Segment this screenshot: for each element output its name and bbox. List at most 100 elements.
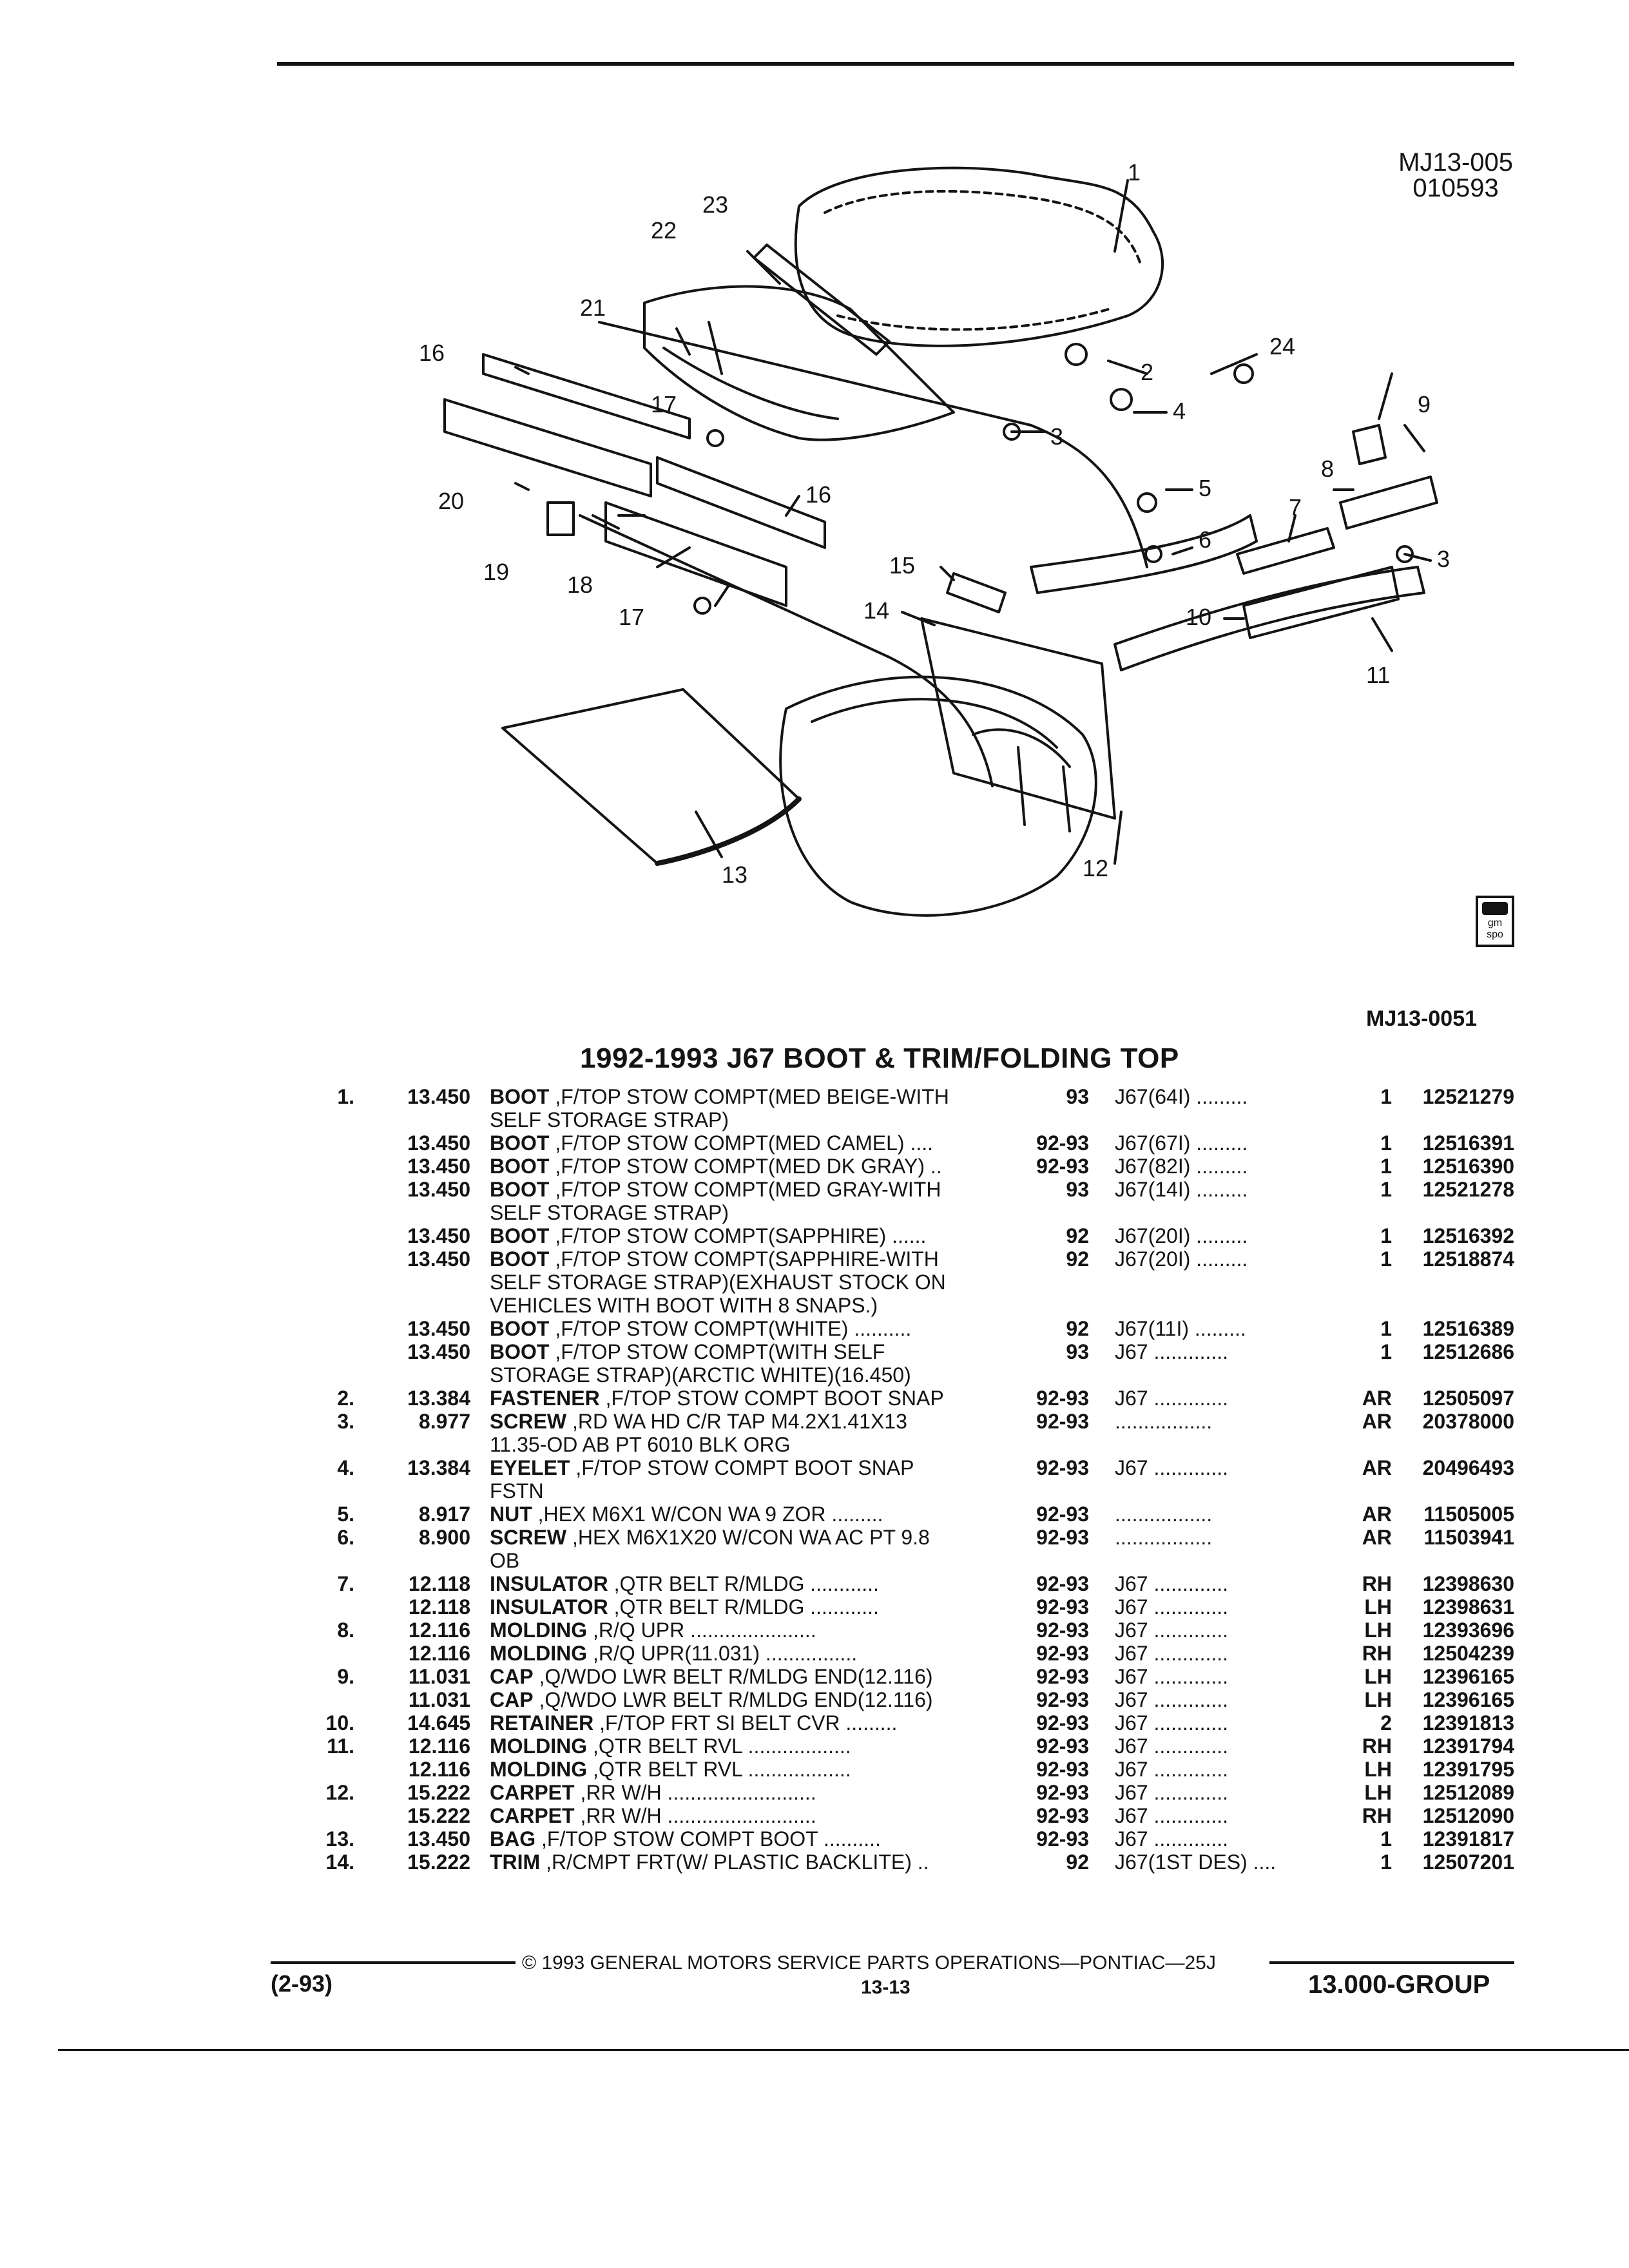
figure-id-line2: 010593: [1412, 174, 1499, 202]
leader-lines: [514, 179, 1432, 865]
part-name: INSULATOR: [490, 1572, 608, 1595]
option-code: J67(11I) .........: [1115, 1317, 1246, 1340]
screw-3b: [1396, 545, 1414, 563]
ref-number: 13.450: [407, 1224, 470, 1247]
ref-number: 13.450: [407, 1247, 470, 1271]
callout-6: 6: [1199, 526, 1211, 553]
page-number: 13-13: [861, 1977, 911, 1998]
part-number: 11505005: [1423, 1503, 1514, 1526]
part-description: BOOT ,F/TOP STOW COMPT(WITH SELF: [490, 1340, 979, 1363]
part-description: INSULATOR ,QTR BELT R/MLDG ............: [490, 1595, 979, 1619]
callout-12: 12: [1083, 855, 1108, 881]
part-description: SCREW ,RD WA HD C/R TAP M4.2X1.41X13: [490, 1410, 979, 1433]
part-description: MOLDING ,R/Q UPR ......................: [490, 1619, 979, 1642]
model-years: 92-93: [1036, 1410, 1089, 1433]
part-name: MOLDING: [490, 1619, 588, 1642]
callout-23: 23: [702, 191, 728, 218]
part-description: CAP ,Q/WDO LWR BELT R/MLDG END(12.116): [490, 1665, 979, 1688]
quantity: 1: [1380, 1317, 1392, 1340]
item-number: 5.: [337, 1503, 354, 1526]
part-description-continued: SELF STORAGE STRAP)(EXHAUST STOCK ON VEH…: [490, 1271, 946, 1317]
bag-13-fold: [655, 796, 802, 866]
model-years: 92-93: [1036, 1758, 1089, 1781]
option-code: J67 .............: [1115, 1665, 1229, 1688]
bottom-rule: [58, 2049, 1629, 2051]
option-code: J67 .............: [1115, 1642, 1229, 1665]
ref-number: 12.116: [408, 1642, 470, 1665]
part-desc-text: ,F/TOP STOW COMPT(MED BEIGE-WITH: [549, 1085, 949, 1108]
item-number: 3.: [337, 1410, 354, 1433]
molding-18-part: [604, 501, 787, 607]
part-desc-text: ,Q/WDO LWR BELT R/MLDG END(12.116): [533, 1665, 933, 1688]
callout-11: 11: [1366, 662, 1390, 688]
part-name: BOOT: [490, 1131, 550, 1155]
part-desc-text: ,RD WA HD C/R TAP M4.2X1.41X13: [566, 1410, 907, 1433]
model-years: 92-93: [1036, 1619, 1089, 1642]
part-description: FASTENER ,F/TOP STOW COMPT BOOT SNAP: [490, 1387, 979, 1410]
quantity: 1: [1380, 1085, 1392, 1108]
item-number: 9.: [337, 1665, 354, 1688]
part-number: 12507201: [1422, 1850, 1514, 1874]
part-desc-text: ,QTR BELT R/MLDG ............: [608, 1572, 879, 1595]
callout-10: 10: [1186, 604, 1211, 630]
figure-code: MJ13-0051: [1366, 1006, 1478, 1031]
callout-17a: 17: [651, 391, 677, 418]
quantity: RH: [1362, 1572, 1392, 1595]
screw-17a: [706, 429, 724, 447]
part-desc-text: ,R/Q UPR(11.031) ................: [587, 1642, 858, 1665]
callout-3b: 3: [1437, 546, 1450, 572]
quantity: LH: [1364, 1619, 1392, 1642]
part-desc-text: ,RR W/H ..........................: [574, 1781, 816, 1804]
model-years: 92-93: [1036, 1804, 1089, 1827]
part-description: BOOT ,F/TOP STOW COMPT(MED DK GRAY) ..: [490, 1155, 979, 1178]
option-code: J67 .............: [1115, 1387, 1229, 1410]
part-number: 12396165: [1422, 1665, 1514, 1688]
molding-20-part: [443, 398, 652, 497]
ref-number: 11.031: [408, 1665, 470, 1688]
part-name: BOOT: [490, 1178, 550, 1201]
part-number: 12512686: [1422, 1340, 1514, 1363]
callout-13: 13: [722, 861, 747, 888]
boot-inner-line-2: [836, 308, 1110, 331]
ref-number: 11.031: [408, 1688, 470, 1711]
part-number: 12516389: [1422, 1317, 1514, 1340]
option-code: J67(82I) .........: [1115, 1155, 1248, 1178]
option-code: J67 .............: [1115, 1340, 1229, 1363]
part-description: RETAINER ,F/TOP FRT SI BELT CVR ........…: [490, 1711, 979, 1735]
callout-3a: 3: [1050, 423, 1063, 450]
part-description-continued: OB: [490, 1549, 520, 1572]
quantity: RH: [1362, 1735, 1392, 1758]
part-number: 12505097: [1422, 1387, 1514, 1410]
top-rule: [277, 62, 1514, 66]
item-number: 1.: [337, 1085, 354, 1108]
ref-number: 13.450: [407, 1131, 470, 1155]
part-name: NUT: [490, 1503, 532, 1526]
model-years: 93: [1066, 1085, 1089, 1108]
boot-inner-line: [824, 189, 1142, 265]
option-code: .................: [1115, 1526, 1213, 1549]
model-years: 92-93: [1036, 1827, 1089, 1850]
model-years: 92-93: [1036, 1456, 1089, 1479]
part-number: 12398630: [1422, 1572, 1514, 1595]
model-years: 92-93: [1036, 1735, 1089, 1758]
part-name: CARPET: [490, 1804, 575, 1827]
part-desc-text: ,R/CMPT FRT(W/ PLASTIC BACKLITE) ..: [540, 1850, 929, 1874]
cap-9-part: [1352, 424, 1387, 465]
quarter-molding-part: [1030, 514, 1258, 594]
